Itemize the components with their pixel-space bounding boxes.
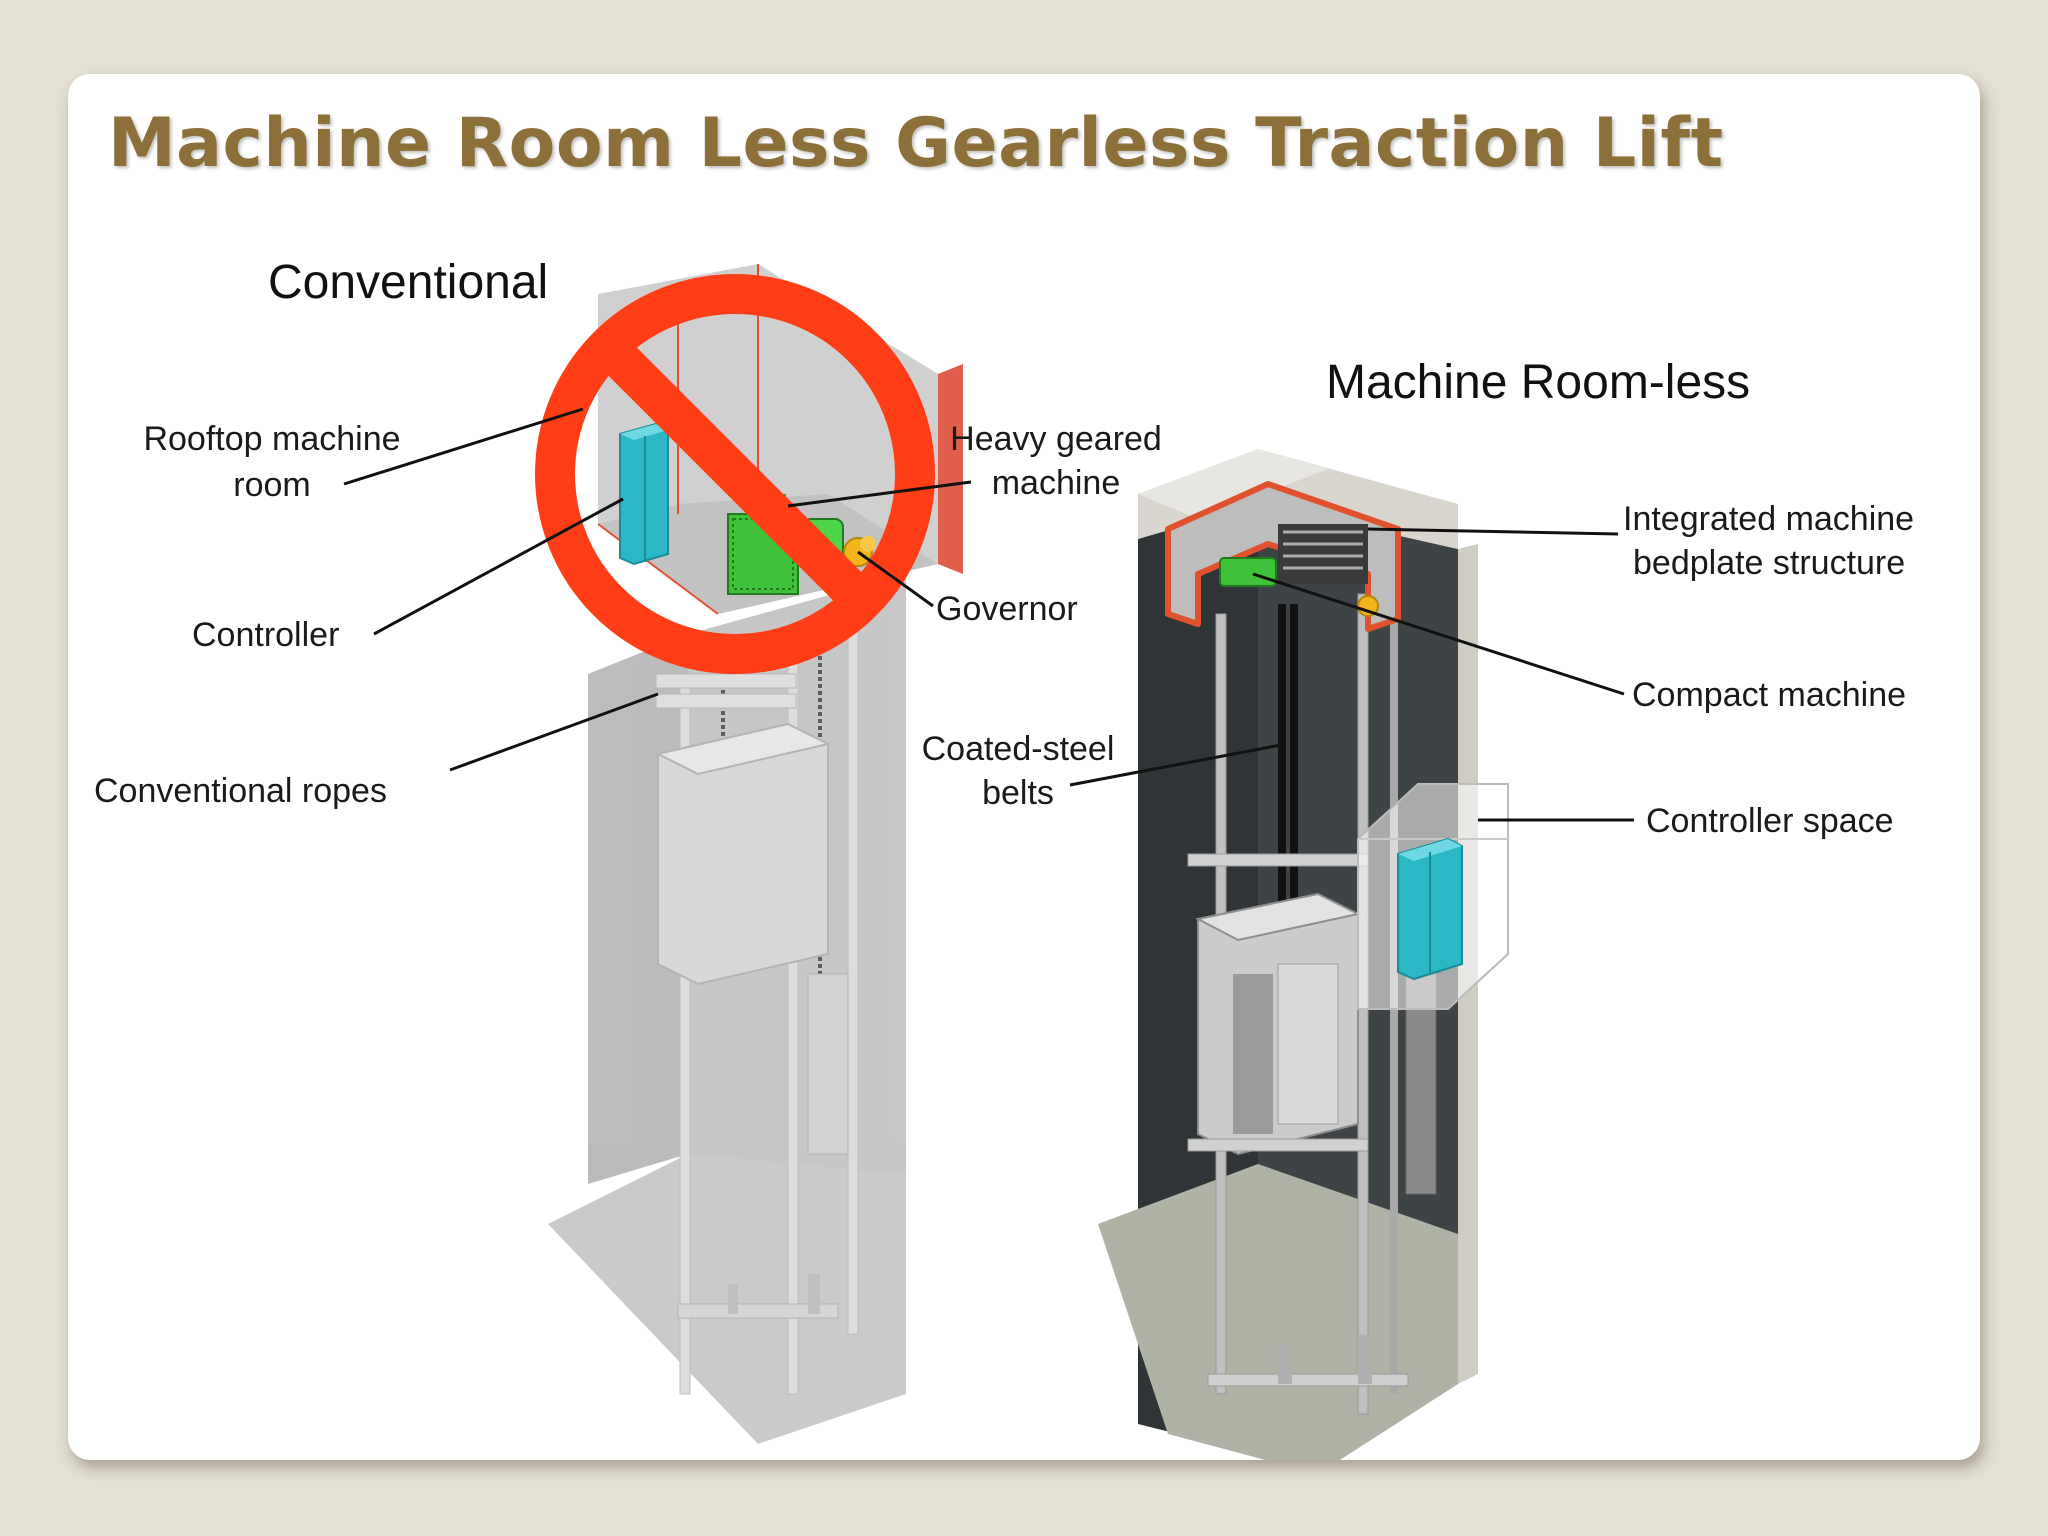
label-conventional-ropes: Conventional ropes xyxy=(94,772,387,810)
conventional-controller xyxy=(619,422,669,566)
prohibition-icon xyxy=(535,274,935,674)
slide: Machine Room Less Gearless Traction Lift xyxy=(68,74,1980,1460)
label-rooftop-line2: room xyxy=(233,466,310,504)
conventional-heading: Conventional xyxy=(268,256,548,309)
label-controller: Controller xyxy=(192,616,339,654)
label-bedplate-line2: bedplate structure xyxy=(1633,544,1905,582)
controller-space xyxy=(1357,783,1509,1010)
mrl-heading: Machine Room-less xyxy=(1326,356,1750,409)
label-controller-space: Controller space xyxy=(1646,802,1894,840)
conventional-shaft xyxy=(548,574,906,1444)
label-belts-line2: belts xyxy=(982,774,1054,812)
lift-diagram: Conventional Machine Room-less Rooftop m… xyxy=(94,256,1914,1460)
label-heavy-line1: Heavy geared xyxy=(950,420,1162,458)
label-rooftop-line1: Rooftop machine xyxy=(143,420,400,458)
label-compact-machine: Compact machine xyxy=(1632,676,1906,714)
label-bedplate-line1: Integrated machine xyxy=(1623,500,1914,538)
label-governor: Governor xyxy=(936,590,1078,628)
slide-title: Machine Room Less Gearless Traction Lift xyxy=(108,104,1724,183)
label-belts-line1: Coated-steel xyxy=(922,730,1115,768)
leader-lines xyxy=(343,407,1634,822)
integrated-bedplate xyxy=(1165,481,1401,632)
label-heavy-line2: machine xyxy=(992,464,1121,502)
